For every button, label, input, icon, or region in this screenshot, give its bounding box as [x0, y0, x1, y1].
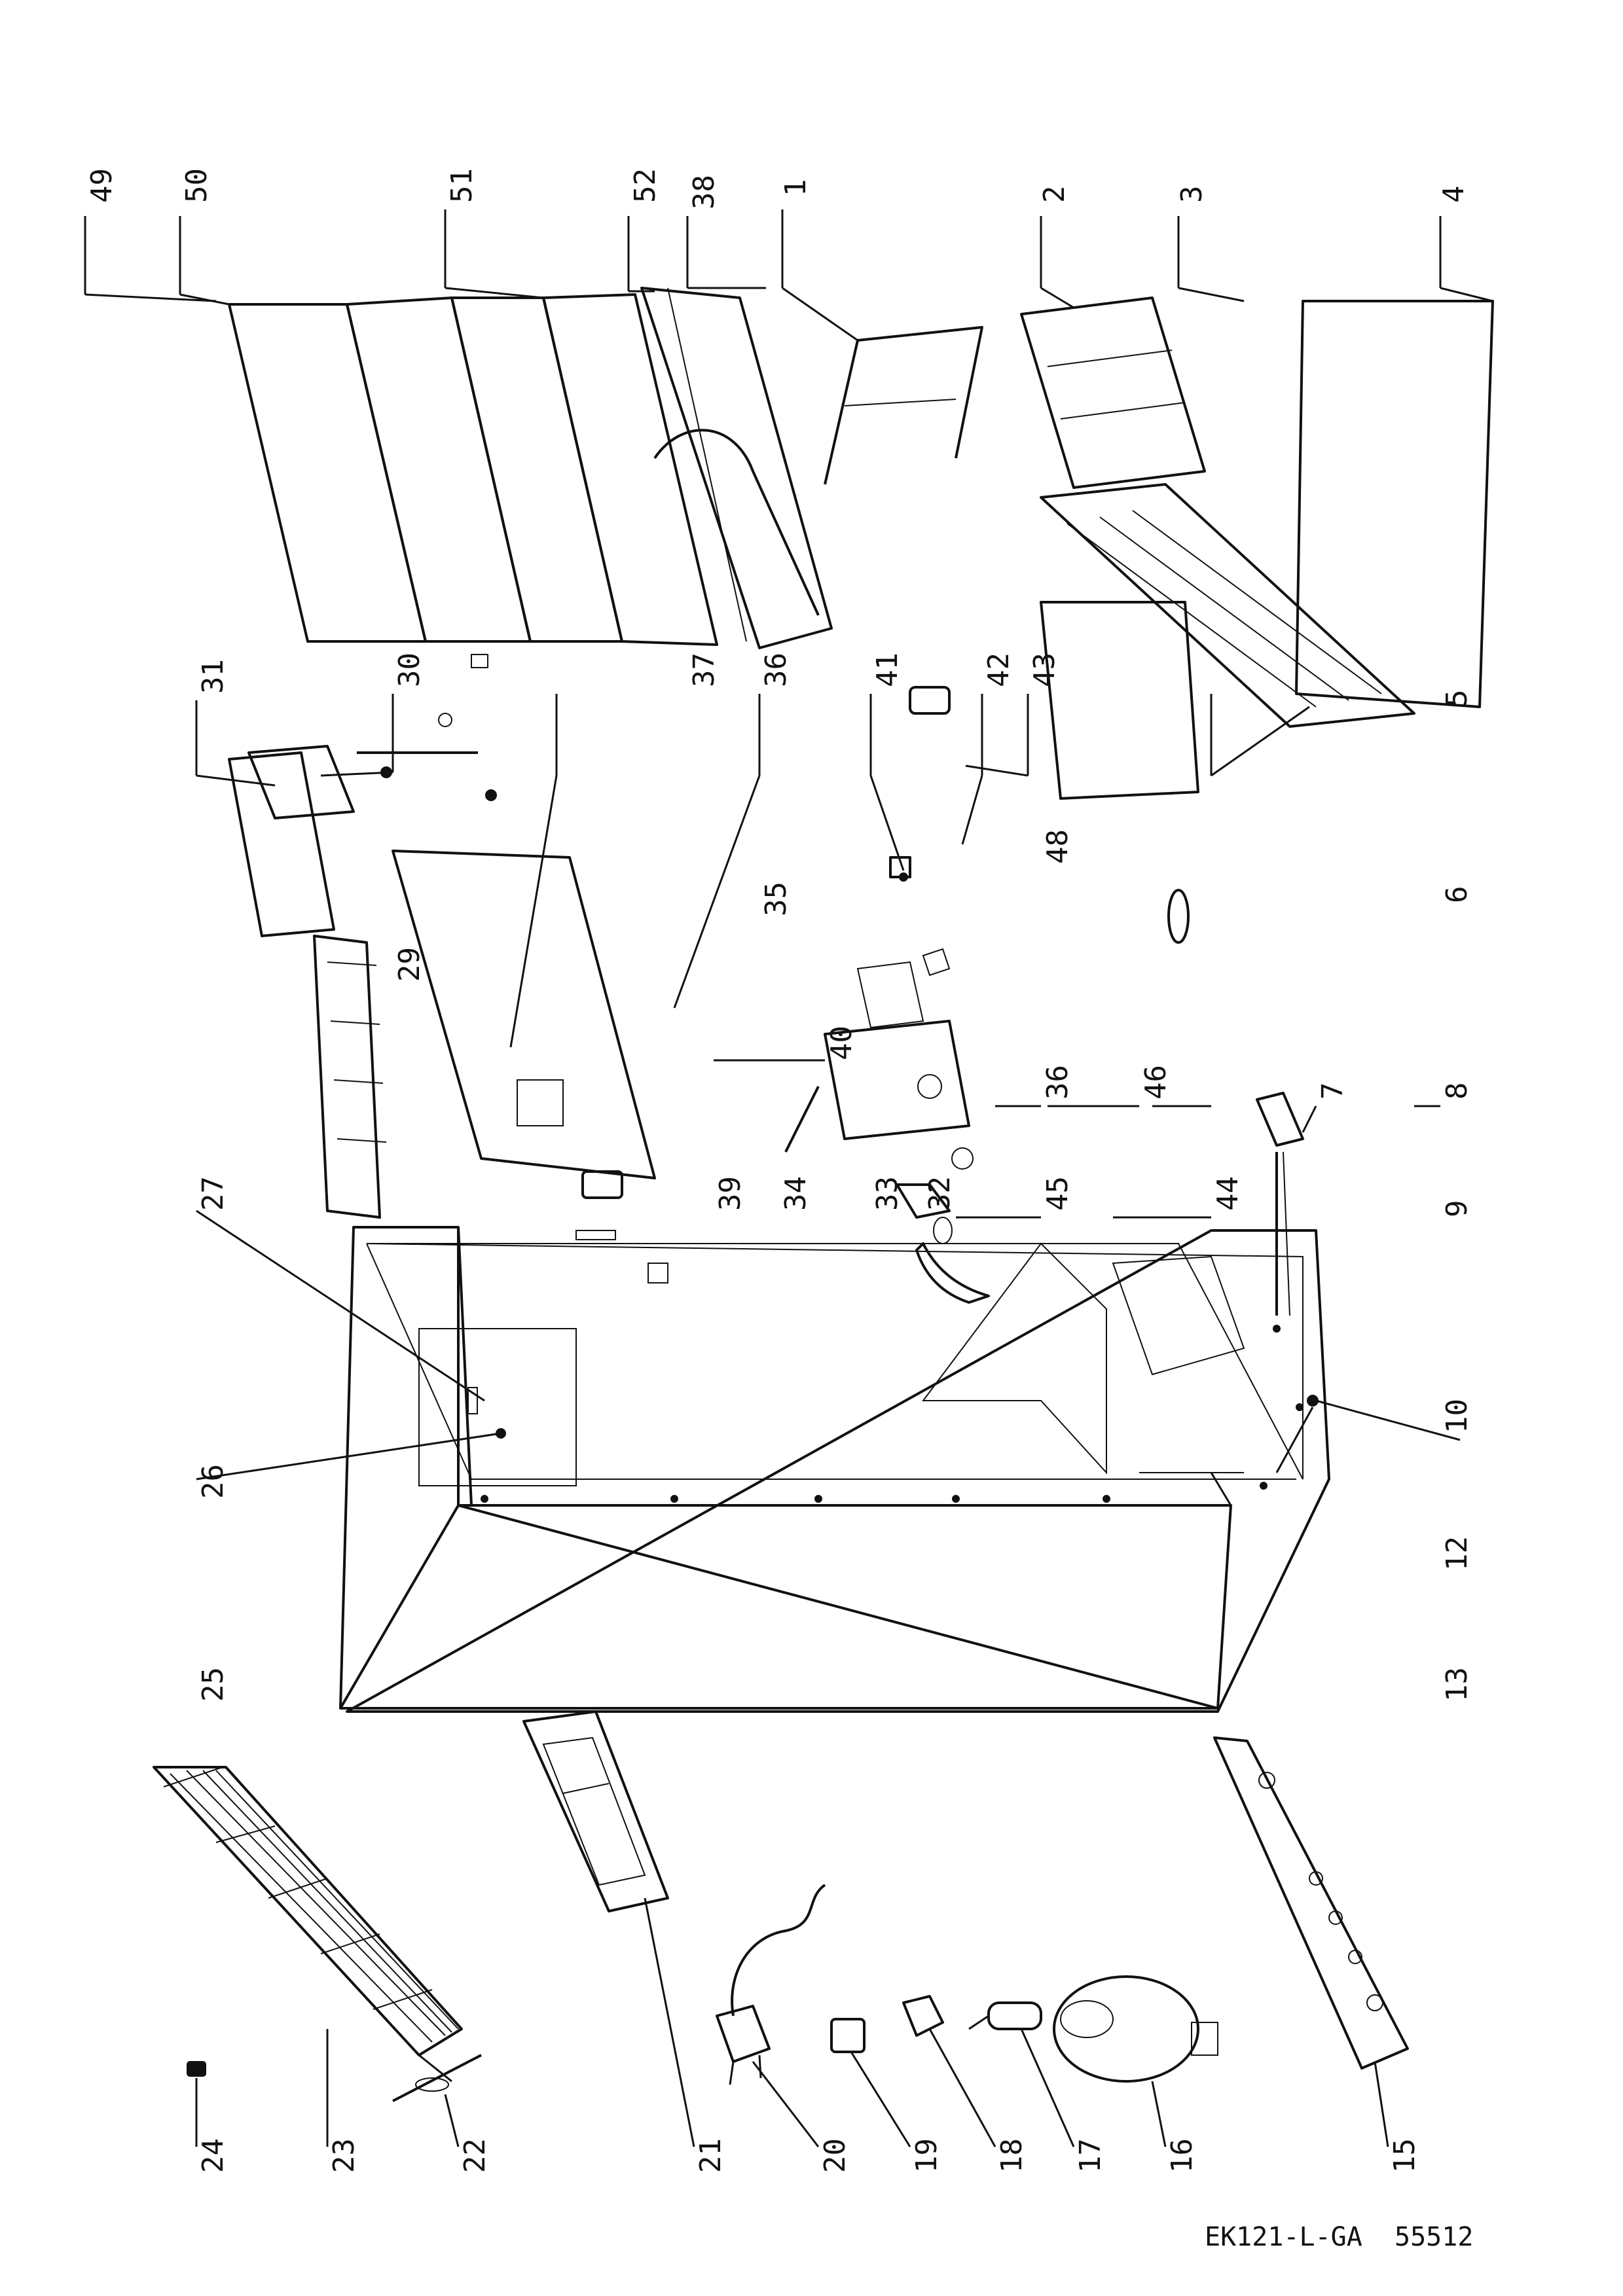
callout-35: 35 — [759, 882, 793, 916]
callout-45: 45 — [1041, 1176, 1074, 1211]
thermostat-housing — [824, 961, 970, 1140]
drier-filter — [392, 2054, 482, 2102]
callout-17: 17 — [1074, 2138, 1107, 2173]
mains-cable-with-plug — [716, 1884, 826, 2085]
callout-26: 26 — [196, 1464, 230, 1499]
callout-18: 18 — [995, 2138, 1029, 2173]
callout-13: 13 — [1440, 1667, 1474, 1702]
callout-16: 16 — [1165, 2138, 1199, 2173]
compressor-base-plate — [1213, 1736, 1409, 2070]
drawing-number: 55512 — [1395, 2222, 1474, 2252]
callout-38: 38 — [687, 175, 721, 209]
wire-basket — [1040, 483, 1415, 728]
callout-labels: 49 50 51 52 1 2 3 4 31 30 29 35 36 37 38… — [85, 168, 1474, 2173]
callout-6: 6 — [1440, 886, 1474, 904]
callout-12: 12 — [1440, 1536, 1474, 1571]
callout-30: 30 — [393, 653, 426, 687]
callout-37: 37 — [687, 653, 721, 687]
callout-42: 42 — [982, 653, 1015, 687]
callout-32: 32 — [923, 1176, 957, 1211]
start-capacitor — [968, 2001, 1042, 2030]
flap-handle-parts — [575, 1170, 668, 1283]
overload-protector — [902, 1995, 944, 2037]
compressor — [1053, 1975, 1218, 2083]
callout-24: 24 — [196, 2138, 230, 2173]
relay — [830, 2018, 866, 2053]
callout-22: 22 — [458, 2138, 492, 2173]
wire-shelves-stack — [228, 293, 718, 646]
callout-31: 31 — [196, 659, 230, 694]
callout-29: 29 — [393, 947, 426, 982]
callout-41: 41 — [871, 653, 904, 687]
egg-tray — [247, 745, 355, 819]
callout-21: 21 — [694, 2138, 727, 2173]
callout-15: 15 — [1388, 2138, 1421, 2173]
callout-23: 23 — [327, 2138, 361, 2173]
callout-5: 5 — [1440, 690, 1474, 708]
callout-36b: 36 — [1041, 1065, 1074, 1100]
crisper-box — [1040, 601, 1199, 800]
lamp-and-switch — [889, 686, 951, 977]
ice-cube-tray — [1020, 296, 1206, 489]
callout-50: 50 — [180, 168, 213, 203]
callout-33: 33 — [871, 1176, 904, 1211]
callout-48: 48 — [1041, 829, 1074, 864]
glass-cover — [1295, 300, 1494, 708]
leader-lines — [84, 209, 1493, 2147]
callout-44: 44 — [1211, 1176, 1245, 1211]
callout-25: 25 — [196, 1667, 230, 1702]
handle-bracket — [824, 326, 983, 485]
freezer-flap — [392, 850, 656, 1179]
callout-34: 34 — [779, 1176, 812, 1211]
callout-7: 7 — [1316, 1083, 1349, 1100]
freezer-drawer — [640, 287, 833, 649]
door-shelf — [228, 751, 335, 937]
condenser-coil — [153, 1766, 463, 2083]
callout-4: 4 — [1437, 186, 1470, 204]
callout-9: 9 — [1440, 1200, 1474, 1218]
callout-19: 19 — [910, 2138, 943, 2173]
callout-1: 1 — [779, 179, 812, 197]
thermostat-knob-parts — [784, 1086, 990, 1304]
model-code: EK121-L-GA — [1205, 2222, 1362, 2252]
callout-49: 49 — [85, 168, 119, 203]
callout-40: 40 — [825, 1026, 858, 1060]
callout-2: 2 — [1038, 186, 1071, 204]
cabinet-body — [339, 1226, 1330, 1713]
callout-20: 20 — [818, 2138, 852, 2173]
callout-27: 27 — [196, 1176, 230, 1211]
flap-hinges — [357, 654, 497, 801]
evaporator-grid — [313, 935, 387, 1219]
callout-46: 46 — [1139, 1065, 1173, 1100]
callout-10: 10 — [1440, 1399, 1474, 1433]
capillary-clip — [187, 2061, 206, 2077]
callout-8: 8 — [1440, 1083, 1474, 1100]
callout-43: 43 — [1028, 653, 1061, 687]
callout-51: 51 — [445, 168, 479, 203]
callout-3: 3 — [1175, 186, 1209, 204]
door-hinge-parts — [1167, 889, 1304, 1316]
condensate-tray — [522, 1710, 669, 1912]
callout-39: 39 — [714, 1176, 747, 1211]
callout-52: 52 — [629, 168, 662, 203]
callout-36a: 36 — [759, 653, 793, 687]
